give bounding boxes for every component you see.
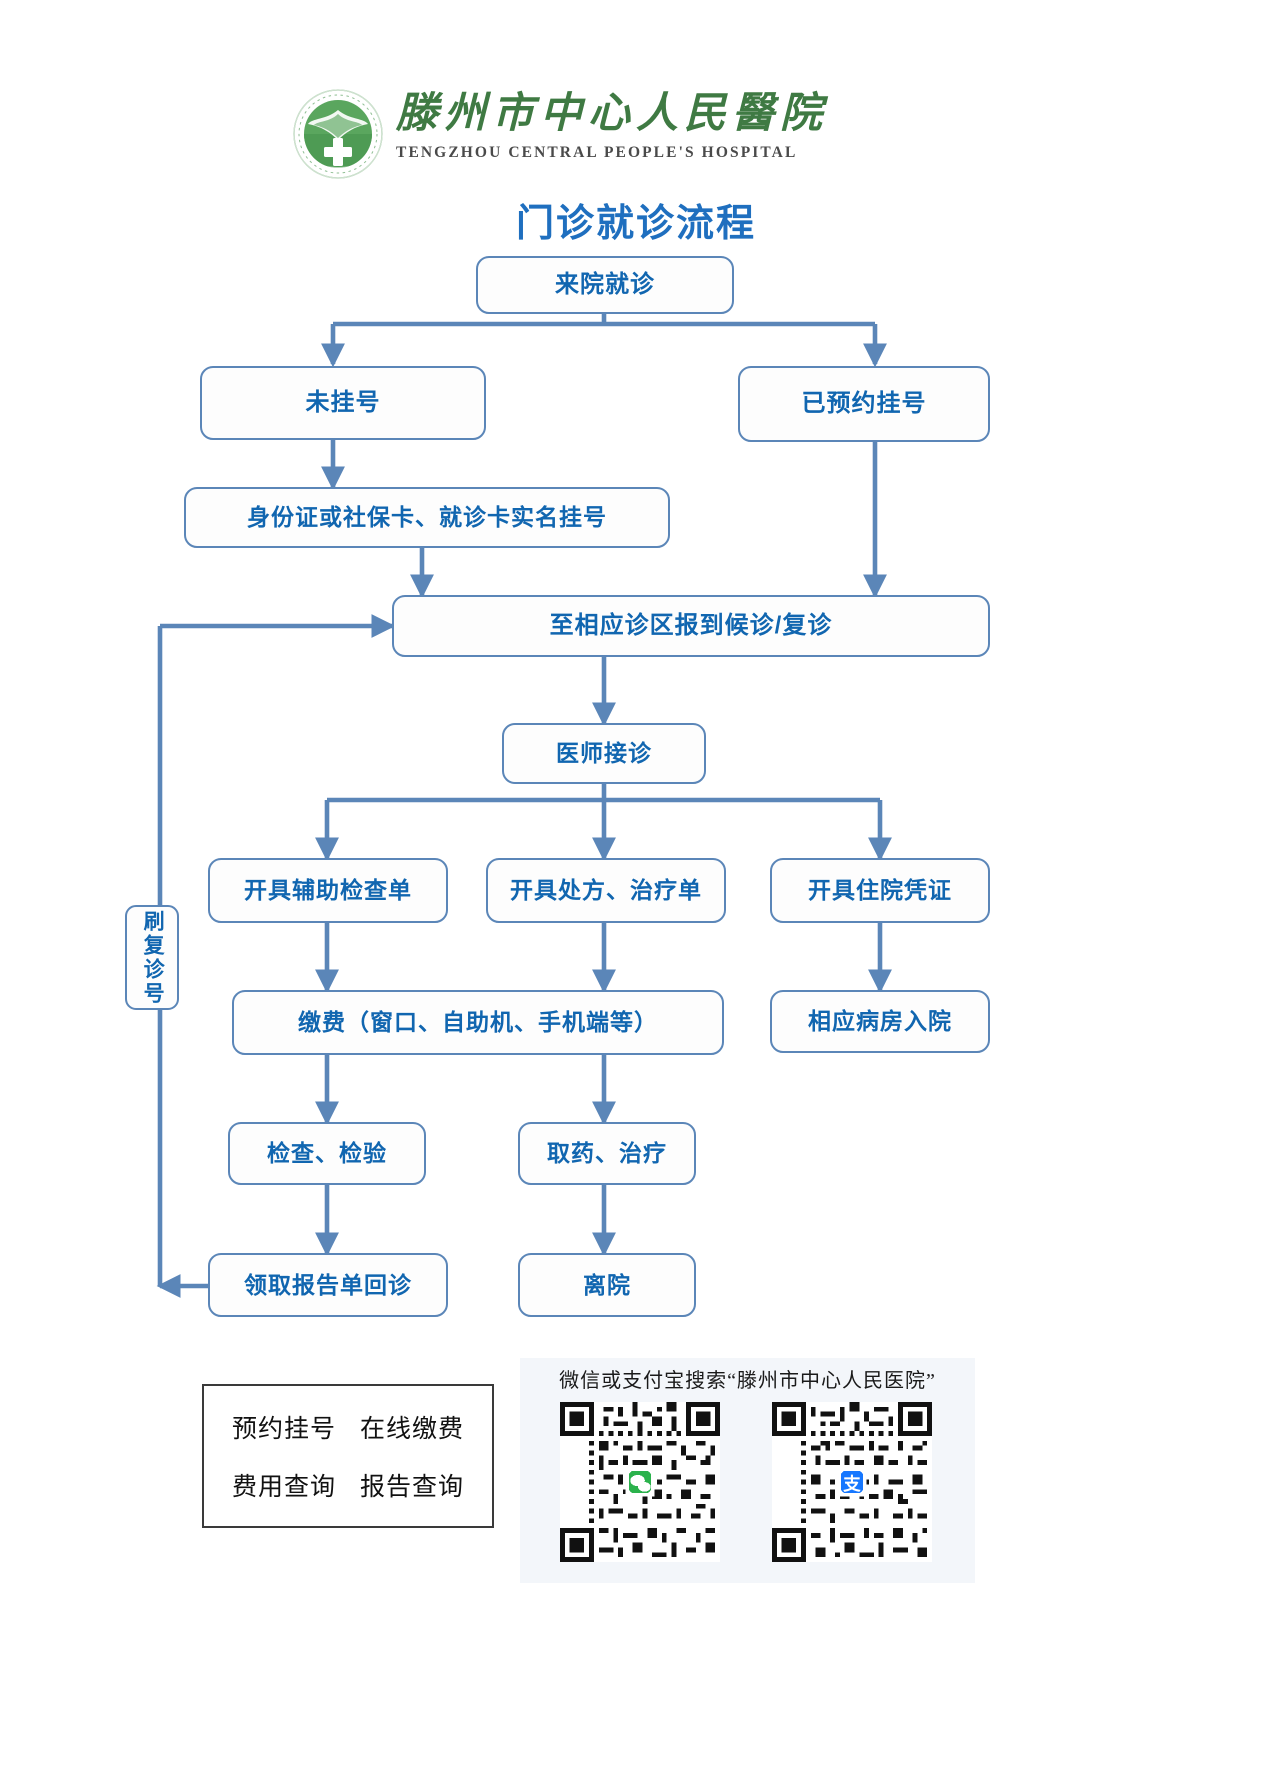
node-report-to-clinic[interactable]: 至相应诊区报到候诊/复诊 [392, 595, 990, 657]
hospital-name-cn: 滕州市中心人民醫院 [396, 91, 829, 137]
node-exam-order[interactable]: 开具辅助检查单 [208, 858, 448, 923]
node-ward-admission[interactable]: 相应病房入院 [770, 990, 990, 1053]
hospital-name-block: 滕州市中心人民醫院 TENGZHOU CENTRAL PEOPLE'S HOSP… [396, 90, 866, 162]
hospital-logo-icon [292, 88, 384, 180]
service-online-payment: 在线缴费 [360, 1416, 465, 1443]
svg-text:支: 支 [842, 1474, 861, 1494]
node-admission-document[interactable]: 开具住院凭证 [770, 858, 990, 923]
node-prescription-order[interactable]: 开具处方、治疗单 [486, 858, 726, 923]
wechat-qr-code-icon[interactable] [560, 1402, 720, 1562]
node-revisit-number[interactable]: 刷复诊号 [125, 905, 179, 1010]
hospital-name-en: TENGZHOU CENTRAL PEOPLE'S HOSPITAL [396, 143, 798, 161]
service-report-inquiry: 报告查询 [360, 1474, 465, 1501]
node-arrive[interactable]: 来院就诊 [476, 256, 734, 314]
qr-caption: 微信或支付宝搜索“滕州市中心人民医院” [559, 1370, 936, 1392]
service-fee-inquiry: 费用查询 [231, 1474, 336, 1501]
page-title: 门诊就诊流程 [515, 203, 756, 245]
node-pre-booked[interactable]: 已预约挂号 [738, 366, 990, 442]
node-not-registered[interactable]: 未挂号 [200, 366, 486, 440]
qr-panel: 微信或支付宝搜索“滕州市中心人民医院” [520, 1358, 975, 1583]
services-line-2: 费用查询报告查询 [232, 1467, 464, 1503]
alipay-qr-code-icon[interactable]: 支 [772, 1402, 932, 1562]
node-payment[interactable]: 缴费（窗口、自助机、手机端等） [232, 990, 724, 1055]
node-collect-report-return[interactable]: 领取报告单回诊 [208, 1253, 448, 1317]
service-appointment-registration: 预约挂号 [231, 1416, 336, 1443]
services-info-box: 预约挂号在线缴费 费用查询报告查询 [202, 1384, 494, 1528]
services-line-1: 预约挂号在线缴费 [232, 1409, 464, 1445]
node-medicine-treatment[interactable]: 取药、治疗 [518, 1122, 696, 1185]
hospital-header: 滕州市中心人民醫院 TENGZHOU CENTRAL PEOPLE'S HOSP… [0, 88, 1272, 180]
node-leave-hospital[interactable]: 离院 [518, 1253, 696, 1317]
node-examination[interactable]: 检查、检验 [228, 1122, 426, 1185]
node-realname-registration[interactable]: 身份证或社保卡、就诊卡实名挂号 [184, 487, 670, 548]
node-doctor-visit[interactable]: 医师接诊 [502, 723, 706, 784]
